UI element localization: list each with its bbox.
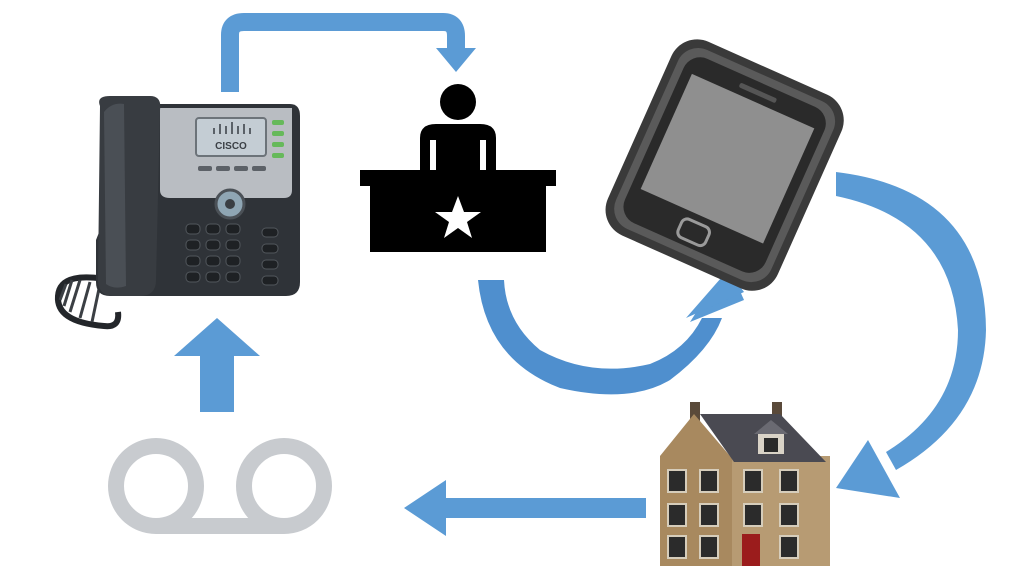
house-icon — [660, 402, 830, 566]
home-button-icon — [676, 217, 711, 248]
star-icon — [435, 196, 481, 238]
arrow-mobile-to-house — [836, 172, 986, 498]
arrow-phone-to-reception — [221, 13, 476, 92]
reception-desk-icon — [360, 84, 556, 252]
arrow-voicemail-to-phone — [174, 318, 260, 412]
arrow-reception-to-mobile — [478, 270, 744, 395]
door-icon — [742, 534, 760, 566]
phone-brand-label: CISCO — [215, 141, 247, 152]
voicemail-icon — [108, 438, 332, 534]
arrow-house-to-voicemail — [404, 480, 646, 536]
smartphone-icon — [605, 39, 844, 291]
desk-phone-icon: CISCO — [54, 96, 300, 330]
